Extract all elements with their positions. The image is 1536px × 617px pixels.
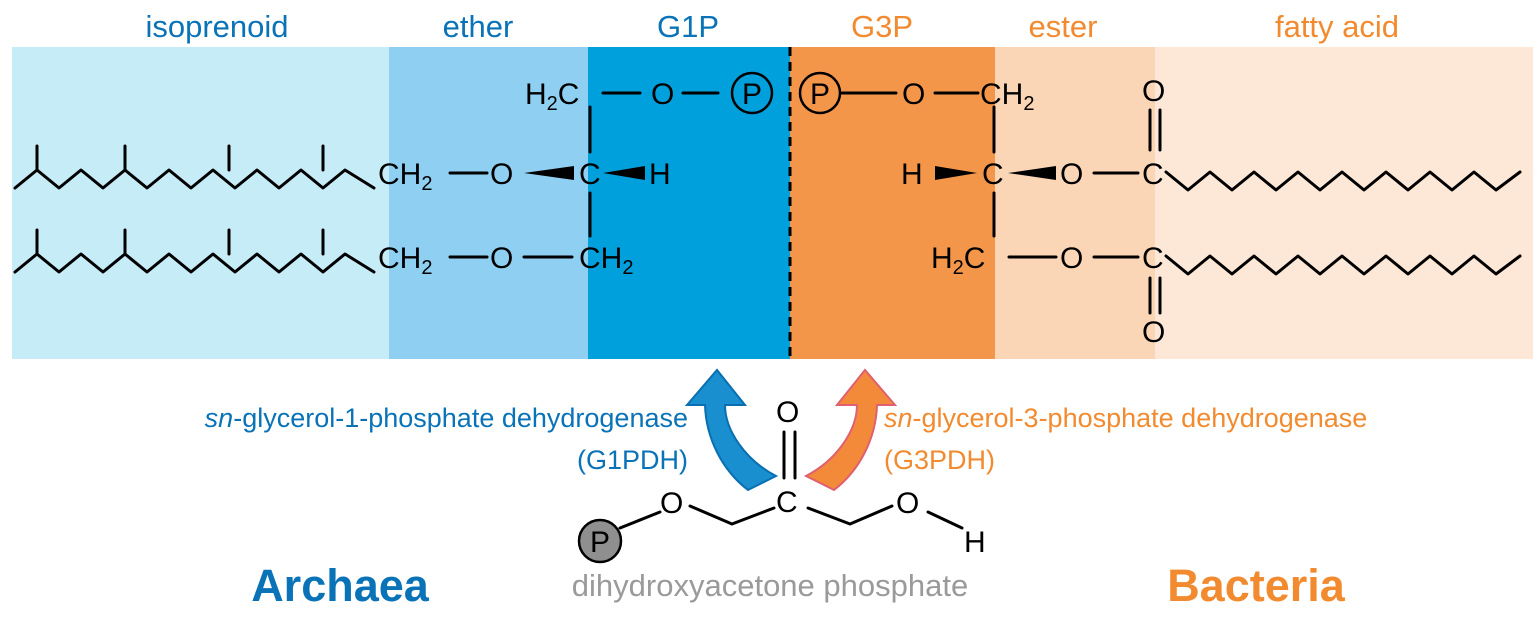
archaeal-lipid: H2C O P CH2 O C H CH2 O CH2	[13, 71, 774, 279]
archaea-o-top: O	[651, 78, 674, 111]
fatty-acid-chain-bottom	[1164, 254, 1522, 276]
isoprenoid-chain-top	[13, 168, 376, 190]
wedge-bond-o-left	[524, 166, 574, 180]
archaea-o-mid: O	[490, 158, 513, 191]
dhap-h-right: H	[964, 526, 986, 559]
bacteria-c-mid: C	[982, 158, 1004, 191]
fatty-acid-chain-top	[1164, 170, 1522, 192]
archaea-ch2-mid: CH2	[378, 158, 432, 195]
enzyme-g3pdh-abbr: (G3PDH)	[884, 445, 995, 475]
archaea-c-mid: C	[579, 158, 601, 191]
bacteria-o-mid: O	[1060, 158, 1083, 191]
label-substrate: dihydroxyacetone phosphate	[572, 568, 968, 603]
bacteria-o-bottom: O	[1060, 242, 1083, 275]
bacteria-h2c-bottom: H2C	[931, 242, 985, 279]
header-fatty-acid: fatty acid	[1275, 9, 1399, 44]
dhap-molecule: O C O P O H	[577, 396, 986, 564]
wedge-bond-h-right	[935, 166, 977, 180]
arrow-g3pdh	[803, 368, 898, 492]
wedge-bond-o-right	[1008, 166, 1056, 180]
g3p-band	[790, 47, 995, 359]
bacteria-o-top: O	[902, 78, 925, 111]
dhap-phosphate-circle	[577, 518, 623, 564]
archaea-h2c-top: H2C	[525, 78, 579, 115]
ester-band	[995, 47, 1155, 359]
archaea-ch2-bottom-left: CH2	[378, 242, 432, 279]
enzyme-g3pdh-name: sn-glycerol-3-phosphate dehydrogenase	[884, 403, 1367, 433]
phosphate-label-g3p: P	[810, 78, 830, 111]
bacteria-c-ester-bottom: C	[1142, 242, 1164, 275]
dhap-o-carbonyl: O	[776, 396, 799, 429]
bacteria-h-mid: H	[901, 158, 923, 191]
bacteria-o-carbonyl-top: O	[1142, 75, 1165, 108]
bacterial-lipid: P O CH2 H C O C O H2C O C O	[798, 71, 1522, 349]
label-bacteria: Bacteria	[1167, 560, 1346, 611]
dhap-bonds-right	[806, 504, 894, 526]
header-g3p: G3P	[851, 9, 913, 44]
header-isoprenoid: isoprenoid	[145, 9, 288, 44]
wedge-bond-h-left	[603, 166, 645, 180]
bacteria-ch2-top: CH2	[980, 78, 1034, 115]
enzyme-g1pdh-name: sn-glycerol-1-phosphate dehydrogenase	[205, 403, 688, 433]
arrow-g1pdh	[684, 368, 779, 492]
dhap-bond-o-p	[618, 510, 662, 530]
header-g1p: G1P	[657, 9, 719, 44]
archaea-h-mid: H	[649, 158, 671, 191]
label-archaea: Archaea	[251, 560, 430, 611]
dhap-o-right: O	[896, 487, 919, 520]
archaea-o-bottom: O	[490, 242, 513, 275]
dhap-bonds-left	[688, 504, 776, 526]
ether-band	[389, 47, 588, 359]
header-ether: ether	[443, 9, 514, 44]
g1p-band	[588, 47, 790, 359]
isoprenoid-chain-bottom	[13, 252, 376, 274]
bacteria-c-ester-top: C	[1142, 158, 1164, 191]
dhap-c-center: C	[776, 486, 798, 519]
isoprenoid-branches-bottom	[35, 228, 325, 256]
dhap-o-left: O	[660, 487, 683, 520]
isoprenoid-band	[12, 47, 389, 359]
bacteria-o-carbonyl-bottom: O	[1142, 316, 1165, 349]
header-ester: ester	[1029, 9, 1098, 44]
phosphate-circle-g1p	[730, 71, 774, 115]
dhap-phosphate-label: P	[590, 526, 610, 559]
phosphate-label-g1p: P	[742, 78, 762, 111]
dhap-bond-o-h	[926, 510, 964, 530]
enzyme-g1pdh-abbr: (G1PDH)	[577, 445, 688, 475]
archaea-ch2-bottom-right: CH2	[579, 242, 633, 279]
isoprenoid-branches-top	[35, 144, 325, 172]
fatty-acid-band	[1155, 47, 1533, 359]
